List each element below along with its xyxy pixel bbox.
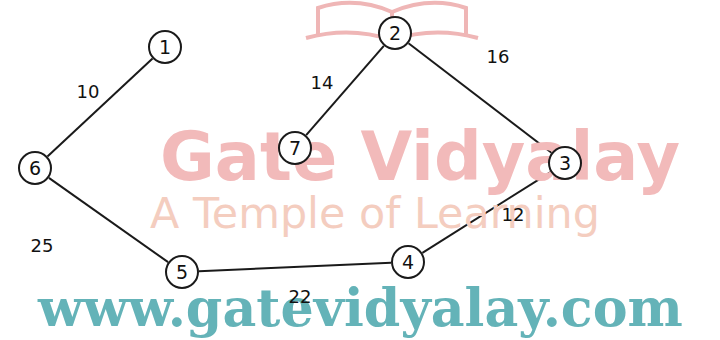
vertex-number: 2 xyxy=(389,24,401,43)
vertex-circle: 3 xyxy=(548,146,582,180)
vertex-number: 4 xyxy=(402,253,414,272)
edge-weight: 22 xyxy=(289,288,312,306)
watermark-text: Gate Vidyalay xyxy=(160,124,680,191)
vertex-number: 3 xyxy=(559,154,571,173)
vertex-circle: 6 xyxy=(18,151,52,185)
vertex-number: 7 xyxy=(289,139,301,158)
watermark-text: www.gatevidyalay.com xyxy=(38,282,683,334)
vertex-circle: 5 xyxy=(165,255,199,289)
vertex-number: 5 xyxy=(176,263,188,282)
weighted-edge xyxy=(47,59,152,157)
edge-weight: 25 xyxy=(31,237,54,255)
weighted-edge xyxy=(306,46,384,135)
edge-weight: 14 xyxy=(311,74,334,92)
weighted-edge xyxy=(199,263,391,271)
watermark-text: A Temple of Learning xyxy=(150,192,600,235)
vertex-circle: 1 xyxy=(148,30,182,64)
edge-weight: 10 xyxy=(77,83,100,101)
vertex-circle: 4 xyxy=(391,245,425,279)
vertex-number: 6 xyxy=(29,159,41,178)
vertex-number: 1 xyxy=(159,38,171,57)
vertex-circle: 7 xyxy=(278,131,312,165)
vertex-circle: 2 xyxy=(378,16,412,50)
edge-weight: 12 xyxy=(502,206,525,224)
edge-weight: 16 xyxy=(487,48,510,66)
